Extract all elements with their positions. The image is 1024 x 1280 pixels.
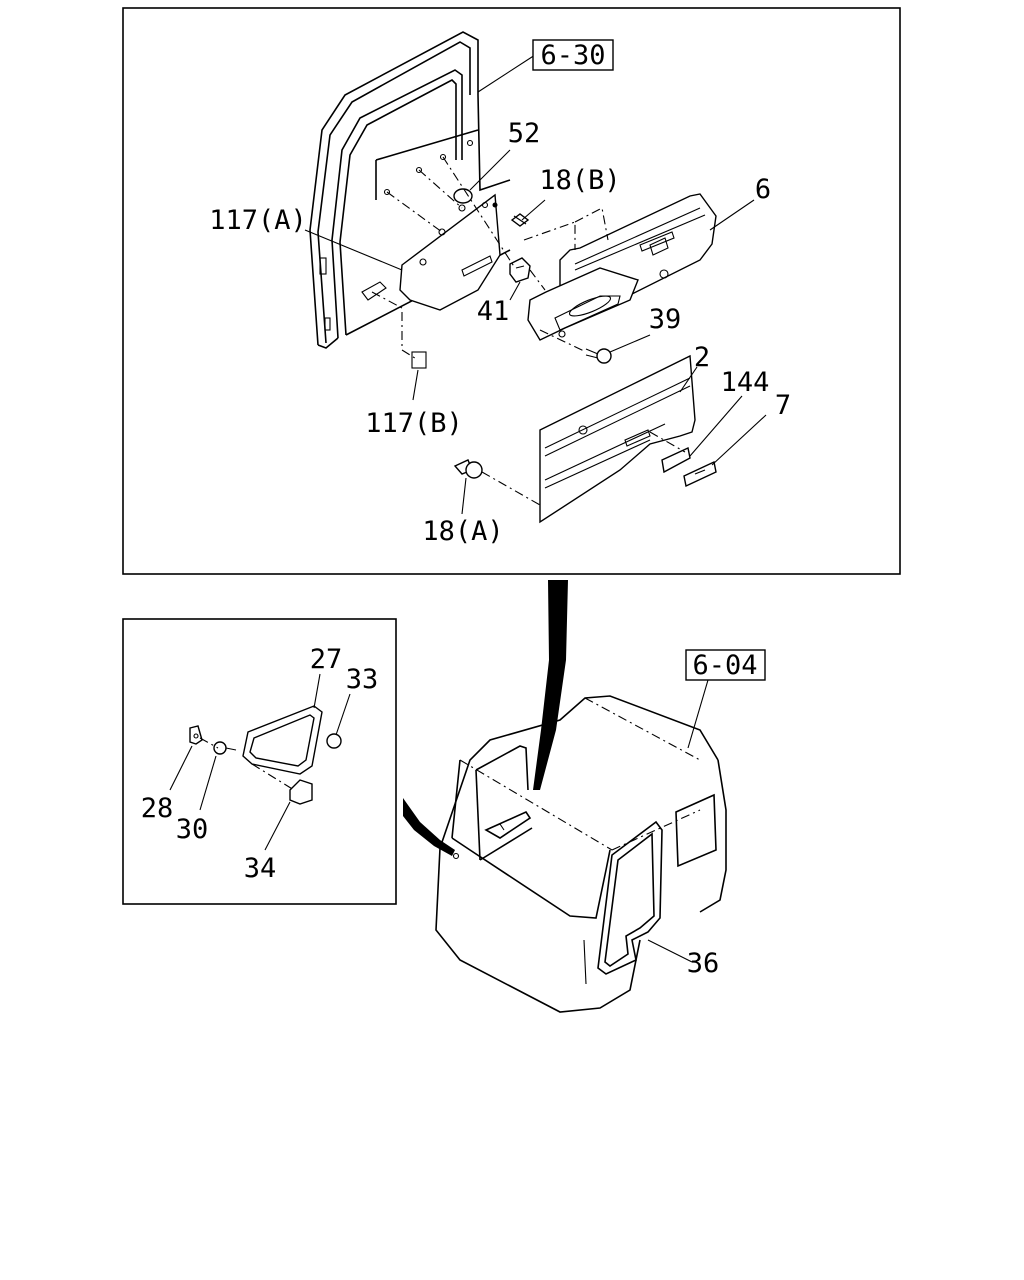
cab-drawing	[435, 695, 727, 1013]
handle-cover-7	[683, 460, 717, 488]
ref-box-6-30: 6-30	[532, 39, 614, 71]
label-36: 36	[687, 948, 720, 979]
label-18b: 18(B)	[539, 165, 620, 196]
window-seal-27	[242, 705, 323, 775]
ref-box-6-04: 6-04	[685, 649, 766, 681]
ref-label-6-30: 6-30	[540, 40, 605, 71]
label-39: 39	[649, 304, 682, 335]
sealing-sheet-117a	[399, 193, 501, 311]
cap-33	[326, 733, 342, 749]
grommet-52	[453, 188, 473, 204]
clip-18a	[453, 459, 483, 479]
clip-34	[289, 779, 313, 805]
armrest-trim-6	[527, 193, 717, 341]
clip-41	[509, 257, 531, 283]
door-panel-detail-frame	[122, 7, 901, 575]
lower-trim-panel-2	[539, 354, 696, 524]
ref-label-6-04: 6-04	[692, 650, 757, 681]
bolt-30	[213, 741, 237, 755]
label-30: 30	[176, 814, 209, 845]
label-33: 33	[346, 664, 379, 695]
label-27: 27	[310, 644, 343, 675]
label-18a: 18(A)	[422, 516, 503, 547]
label-117a: 117(A)	[209, 205, 307, 236]
escutcheon-144	[661, 446, 691, 474]
leader-lines-top	[304, 54, 767, 515]
callout-arrow-door	[533, 580, 568, 790]
label-28: 28	[141, 793, 174, 824]
clip-18b	[510, 213, 530, 227]
label-52: 52	[508, 118, 541, 149]
label-144: 144	[721, 367, 770, 398]
label-7: 7	[775, 390, 791, 421]
label-41: 41	[477, 296, 510, 327]
bracket-28	[189, 725, 203, 745]
window-seal-detail-frame	[122, 618, 397, 905]
label-34: 34	[244, 853, 277, 884]
leader-lines-cab	[647, 679, 709, 963]
leader-lines-left	[169, 673, 351, 851]
label-6: 6	[755, 174, 771, 205]
assembly-dash-lines-top	[371, 156, 686, 506]
label-2: 2	[694, 342, 710, 373]
label-117b: 117(B)	[365, 408, 463, 439]
screw-39	[585, 348, 612, 364]
